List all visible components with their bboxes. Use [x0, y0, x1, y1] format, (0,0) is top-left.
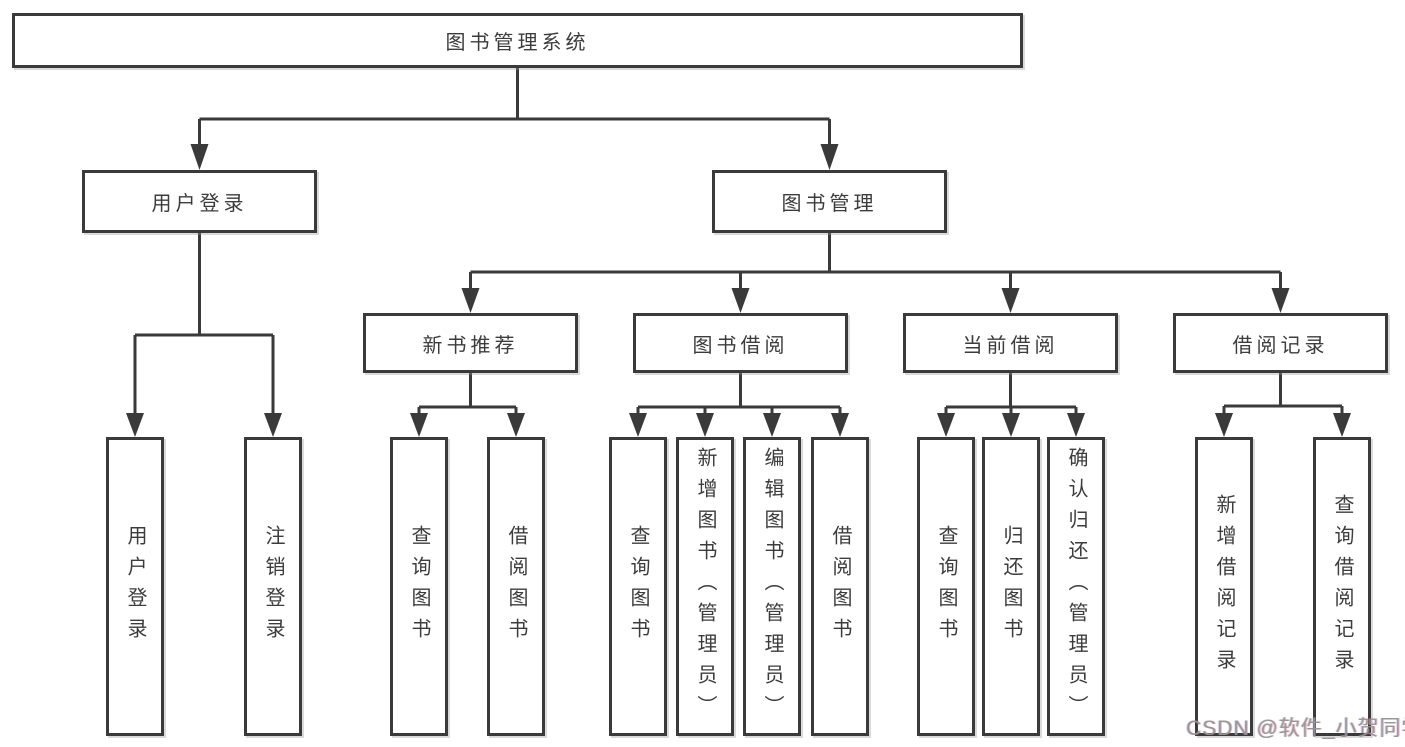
node-logout-leaf: 注销登录	[244, 437, 302, 736]
node-user-login-leaf: 用户登录	[106, 437, 164, 736]
node-query-borrow-record: 查询借阅记录	[1313, 437, 1371, 736]
node-confirm-return-admin: 确认归还（管理员）	[1047, 437, 1105, 736]
arrowhead-icon	[264, 413, 282, 437]
arrowhead-icon	[461, 288, 480, 313]
node-borrow-books-recommend: 借阅图书	[487, 437, 545, 736]
arrowhead-icon	[731, 288, 750, 313]
node-borrowing-records: 借阅记录	[1173, 313, 1388, 373]
arrowhead-icon	[831, 413, 849, 437]
node-return-books: 归还图书	[982, 437, 1040, 736]
arrowhead-icon	[1333, 413, 1351, 437]
connector-current-to-leaves	[944, 373, 1078, 418]
node-book-management: 图书管理	[712, 170, 947, 233]
connector-bookmgmt-to-level3	[469, 233, 1282, 294]
node-query-books-current: 查询图书	[917, 437, 975, 736]
connector-root-to-level2	[198, 68, 831, 150]
connector-borrowing-to-leaves	[636, 373, 842, 418]
arrowhead-icon	[820, 144, 839, 170]
connector-recommend-to-leaves	[417, 373, 518, 418]
arrowhead-icon	[1271, 288, 1290, 313]
arrowhead-icon	[1002, 413, 1020, 437]
arrowheads-level2	[190, 144, 839, 170]
connector-records-to-leaves	[1222, 373, 1344, 418]
node-query-books-borrowing: 查询图书	[609, 437, 667, 736]
arrowheads-level3	[461, 288, 1290, 313]
connector-userlogin-to-leaves	[133, 233, 275, 418]
node-edit-books-admin: 编辑图书（管理员）	[743, 437, 801, 736]
arrowhead-icon	[1067, 413, 1085, 437]
csdn-watermark: CSDN @软件_小贺同学	[1186, 717, 1405, 740]
node-add-books-admin: 新增图书（管理员）	[676, 437, 734, 736]
node-query-books-recommend: 查询图书	[390, 437, 448, 736]
arrowhead-icon	[1001, 288, 1020, 313]
arrowhead-icon	[763, 413, 781, 437]
arrowhead-icon	[507, 413, 525, 437]
node-new-book-recommendation: 新书推荐	[363, 313, 578, 373]
arrowhead-icon	[937, 413, 955, 437]
node-user-login: 用户登录	[82, 170, 317, 233]
arrowhead-icon	[696, 413, 714, 437]
node-current-borrowing: 当前借阅	[903, 313, 1118, 373]
arrowhead-icon	[629, 413, 647, 437]
node-book-management-system: 图书管理系统	[12, 13, 1023, 68]
arrowhead-icon	[126, 413, 144, 437]
arrowhead-icon	[190, 144, 209, 170]
node-borrow-books-borrowing: 借阅图书	[811, 437, 869, 736]
node-add-borrow-record: 新增借阅记录	[1195, 437, 1253, 736]
node-book-borrowing: 图书借阅	[633, 313, 848, 373]
arrowhead-icon	[410, 413, 428, 437]
arrowhead-icon	[1215, 413, 1233, 437]
arrowheads-leaves	[126, 413, 1351, 437]
